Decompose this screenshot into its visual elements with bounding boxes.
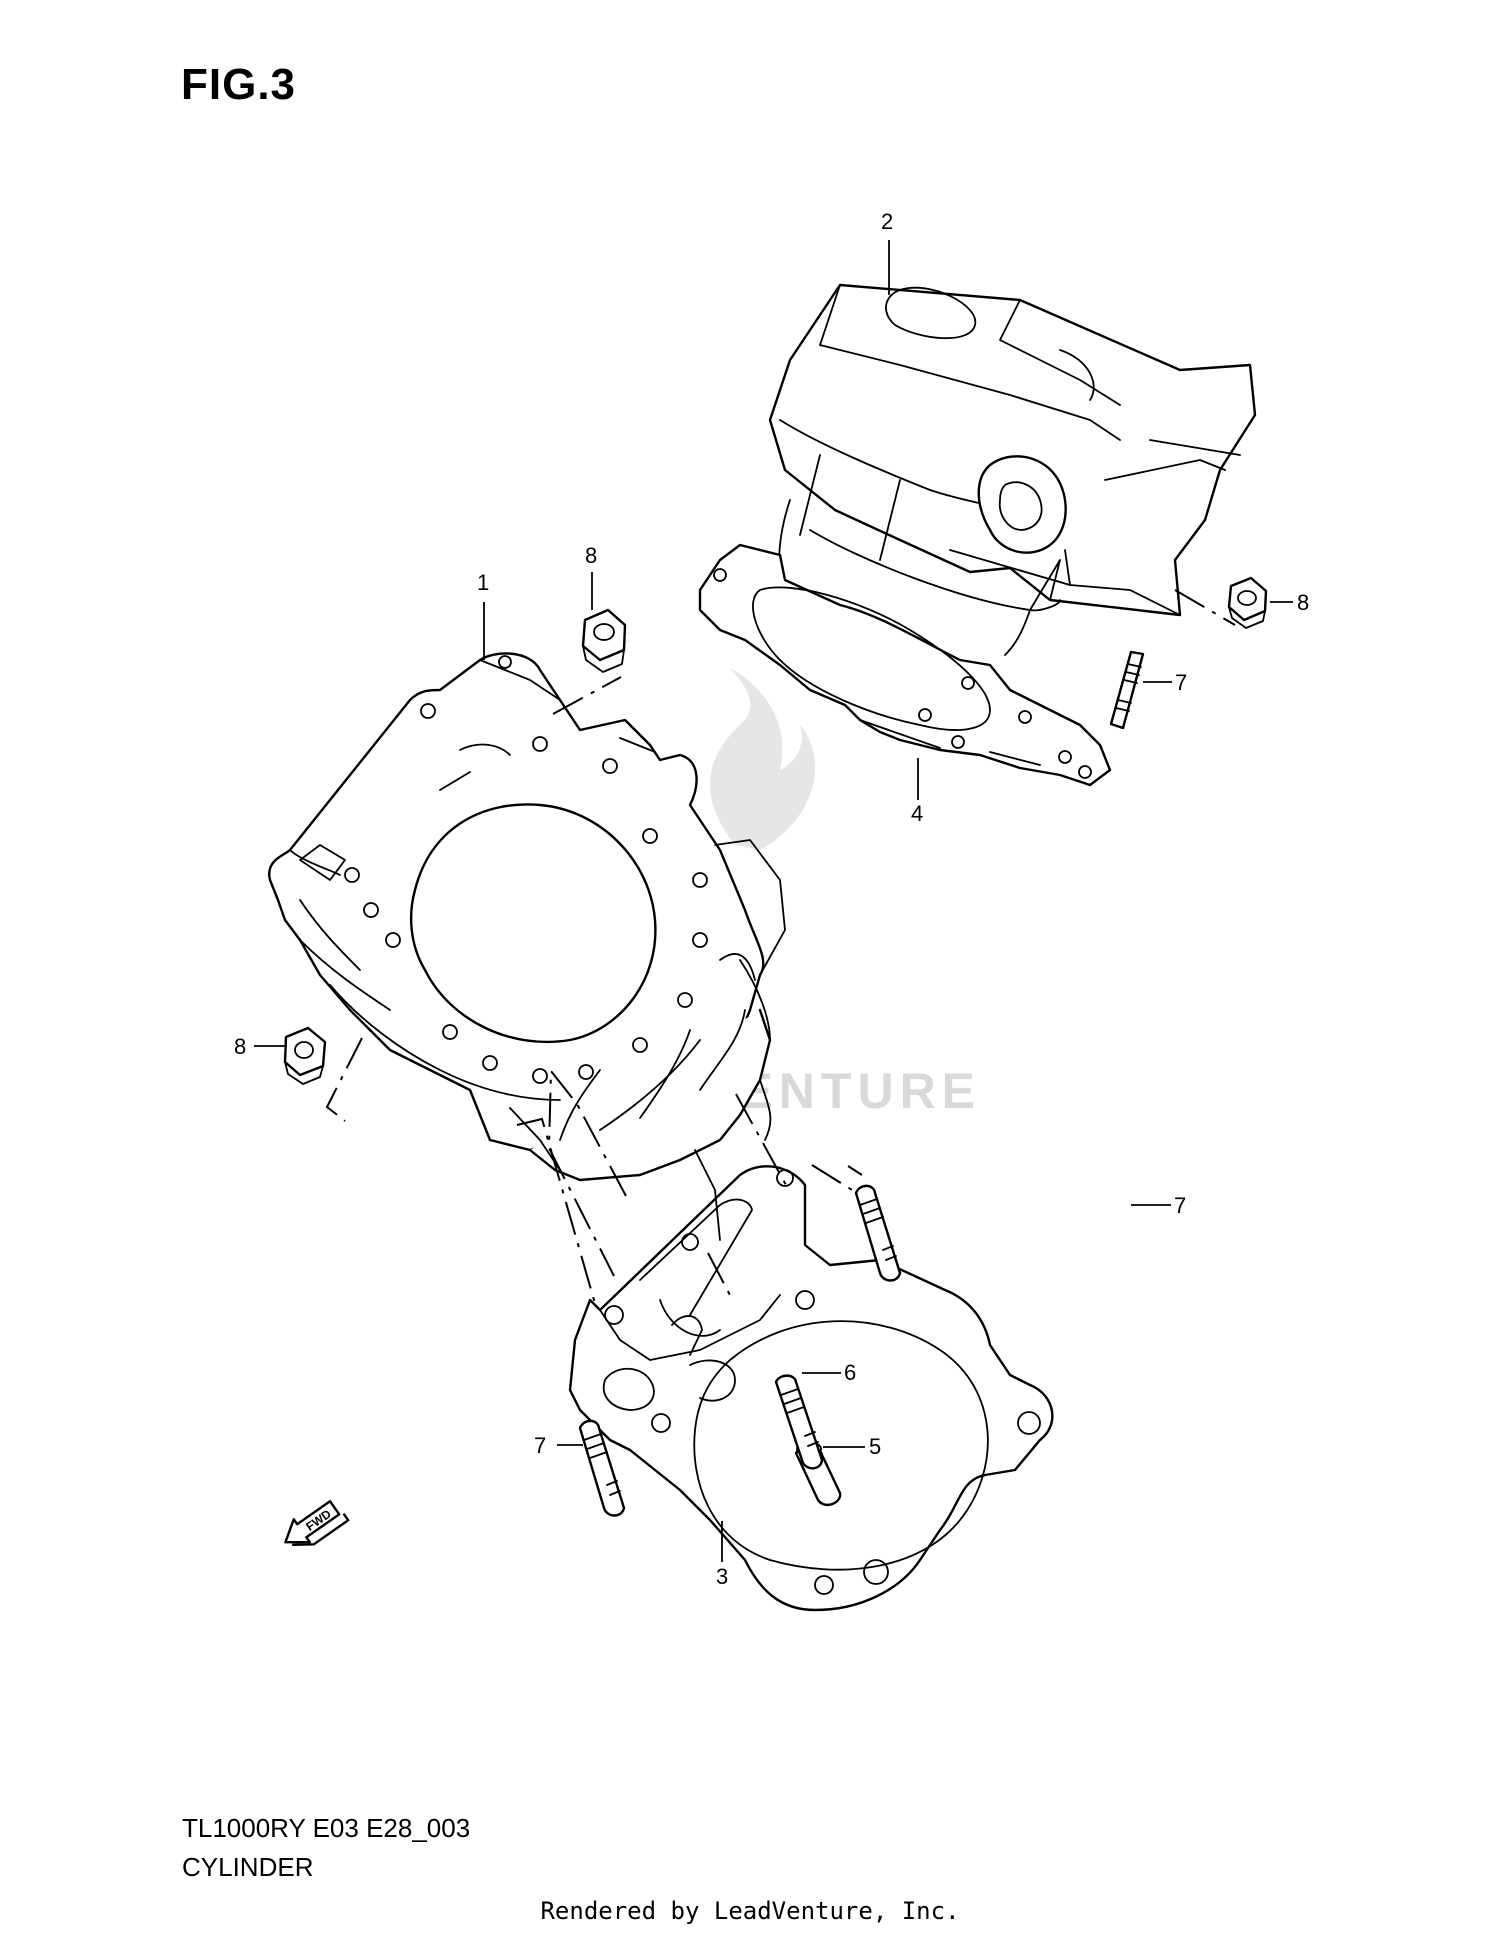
forward-arrow-icon: FWD <box>284 1500 350 1547</box>
alignment-line <box>847 1165 863 1176</box>
callout-part-3: 3 <box>716 1564 728 1589</box>
part-8-nut-c[interactable] <box>283 1026 327 1085</box>
part-7-stud-bolt-b[interactable] <box>854 1184 902 1282</box>
callout-part-7: 7 <box>1175 670 1187 695</box>
alignment-line <box>547 1068 627 1277</box>
part-6-stud-bolt[interactable] <box>774 1374 824 1470</box>
alignment-line <box>552 676 622 715</box>
alignment-line <box>707 1252 734 1302</box>
callout-part-7: 7 <box>1174 1193 1186 1218</box>
alignment-line <box>811 1164 853 1191</box>
alignment-line <box>516 1117 597 1308</box>
callout-part-4: 4 <box>911 801 923 826</box>
part-7-stud-bolt-a[interactable] <box>1109 650 1145 730</box>
part-8-nut-a[interactable] <box>581 608 627 673</box>
part-4-rear-base-gasket[interactable] <box>698 543 1112 787</box>
alignment-line <box>1174 589 1236 626</box>
callout-part-8: 8 <box>1297 590 1309 615</box>
callout-part-7: 7 <box>534 1433 546 1458</box>
callout-part-6: 6 <box>844 1360 856 1385</box>
part-1-front-cylinder[interactable] <box>268 652 786 1182</box>
callout-part-8: 8 <box>234 1034 246 1059</box>
callout-part-2: 2 <box>881 209 893 234</box>
callout-part-5: 5 <box>869 1434 881 1459</box>
callout-part-8: 8 <box>585 543 597 568</box>
alignment-line <box>325 1037 363 1122</box>
figure-title: FIG.3 <box>181 60 297 109</box>
model-code: TL1000RY E03 E28_003 <box>182 1813 471 1843</box>
rendered-by-footer: Rendered by LeadVenture, Inc. <box>540 1897 960 1925</box>
callout-part-1: 1 <box>477 570 489 595</box>
leadventure-flame-logo <box>709 668 816 850</box>
part-7-stud-bolt-c[interactable] <box>578 1419 626 1517</box>
part-2-rear-cylinder[interactable] <box>768 283 1257 656</box>
section-name: CYLINDER <box>182 1852 314 1882</box>
part-8-nut-b[interactable] <box>1227 576 1268 629</box>
alignment-line <box>735 1093 787 1186</box>
part-3-front-base-gasket[interactable] <box>568 1149 1054 1612</box>
